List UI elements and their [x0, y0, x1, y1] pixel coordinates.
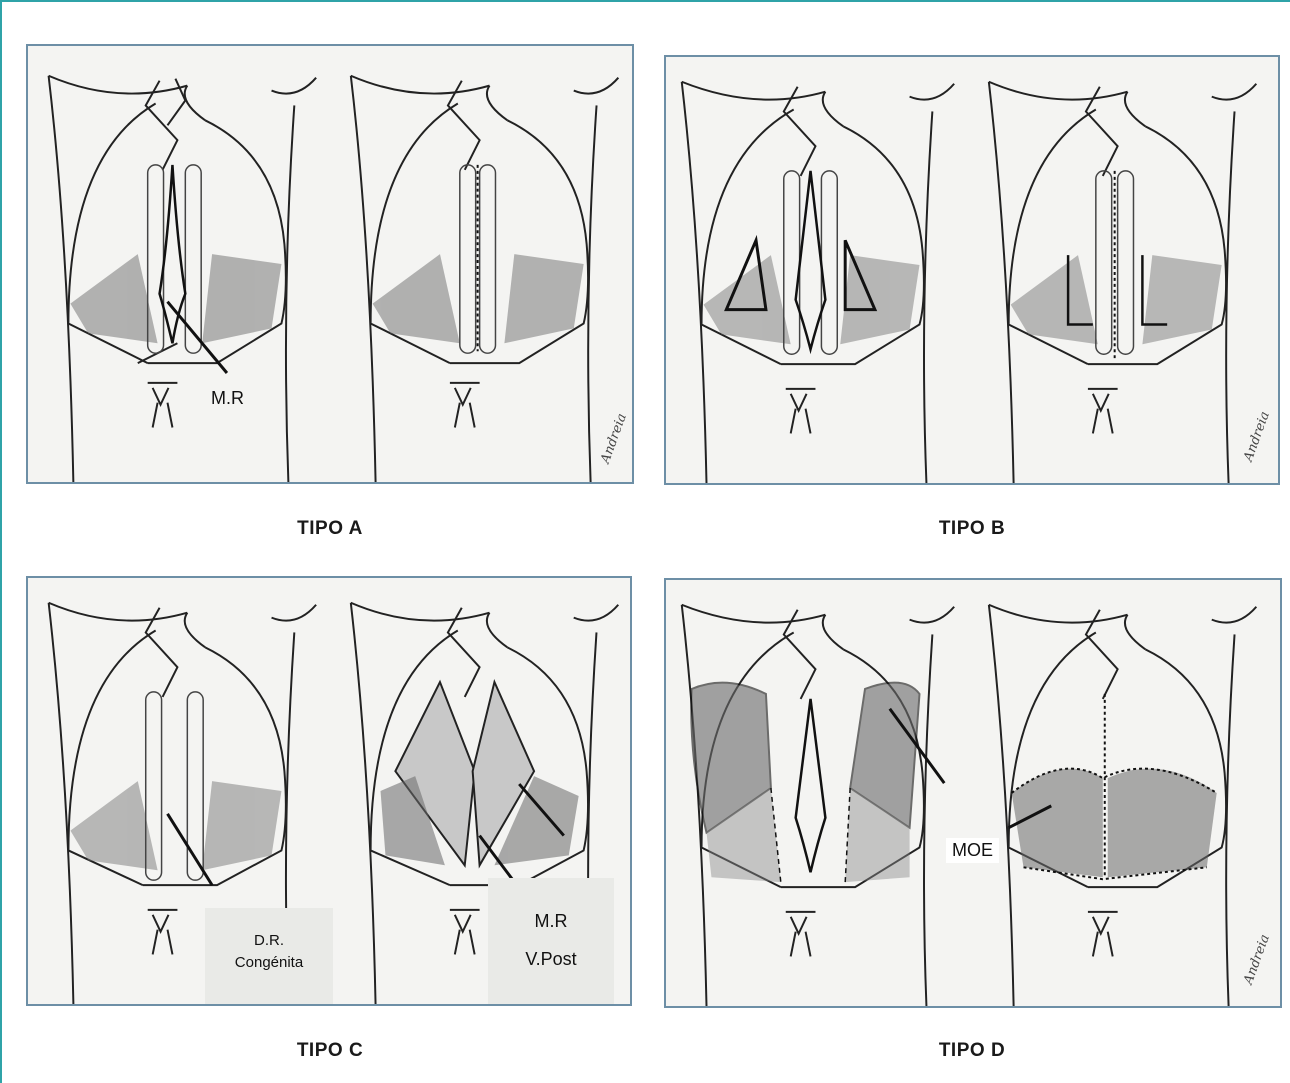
illustration-tipo-d: [666, 580, 1280, 1006]
label-box-mr-vpost: M.R V.Post: [488, 878, 614, 1006]
caption-tipo-d: TIPO D: [872, 1040, 1072, 1062]
label-mr-tipo-a: M.R: [211, 388, 244, 409]
panel-tipo-c: D.R. Congénita M.R V.Post: [26, 576, 632, 1006]
panel-tipo-d: MOE Andreia: [664, 578, 1282, 1008]
label-dr-line2: Congénita: [205, 952, 333, 974]
frame-top-border: [0, 0, 1290, 2]
label-vpost: V.Post: [488, 946, 614, 972]
frame-left-border: [0, 0, 2, 1083]
label-box-dr-congenita: D.R. Congénita: [205, 908, 333, 1006]
caption-tipo-c: TIPO C: [230, 1040, 430, 1062]
caption-tipo-b: TIPO B: [872, 518, 1072, 540]
label-moe: MOE: [946, 838, 999, 863]
panel-tipo-a: M.R Andreia: [26, 44, 634, 484]
caption-tipo-a: TIPO A: [230, 518, 430, 540]
illustration-tipo-a: [28, 46, 632, 482]
illustration-tipo-b: [666, 57, 1278, 483]
label-dr-line1: D.R.: [205, 930, 333, 952]
panel-tipo-b: Andreia: [664, 55, 1280, 485]
label-mr-tipo-c: M.R: [488, 908, 614, 934]
